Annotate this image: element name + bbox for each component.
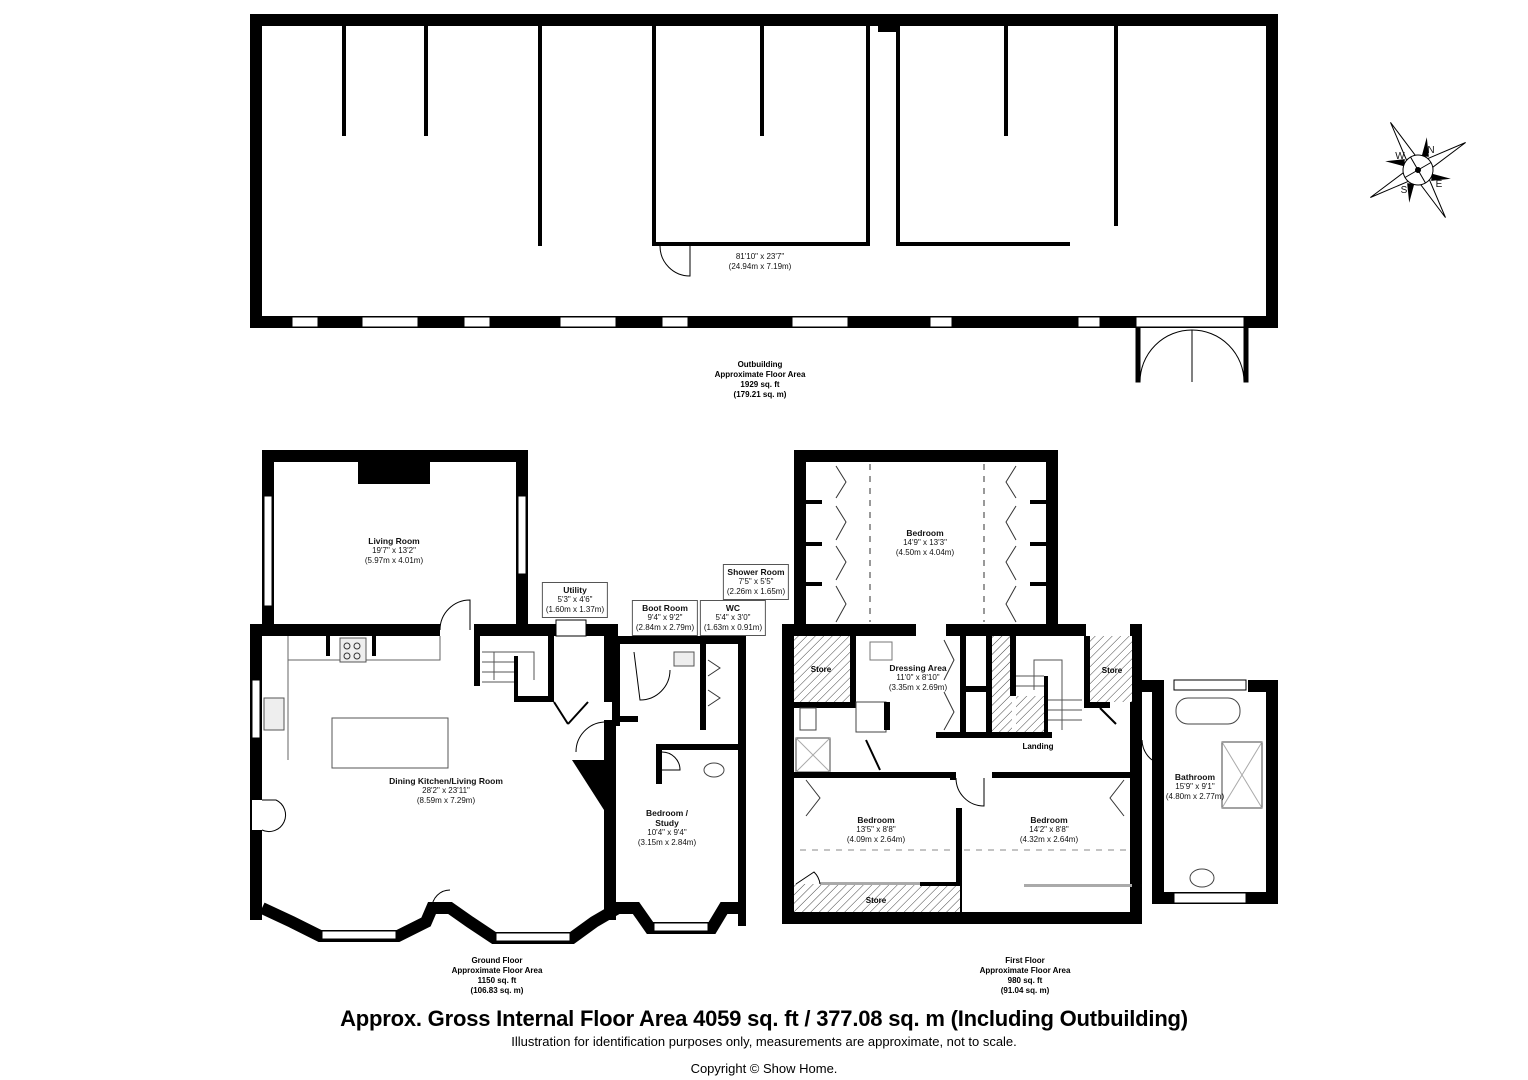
room-label-bedroom-2: Bedroom 13'5" x 8'8" (4.09m x 2.64m)	[846, 815, 906, 844]
store-label-left: Store	[810, 665, 832, 674]
room-label-living-room: Living Room 19'7" x 13'2" (5.97m x 4.01m…	[364, 536, 424, 565]
disclaimer-note: Illustration for identification purposes…	[511, 1034, 1017, 1049]
first-floor-plan	[782, 450, 1278, 924]
store-label-right: Store	[1101, 666, 1123, 675]
ground-floor-area-label: Ground Floor Approximate Floor Area 1150…	[451, 956, 543, 995]
compass-west-label: W	[1395, 151, 1405, 162]
copyright-text: Copyright © Show Home.	[690, 1061, 838, 1076]
ground-floor-plan	[250, 450, 746, 944]
store-label-bottom: Store	[865, 896, 887, 905]
compass-north-label: N	[1427, 145, 1435, 156]
outbuilding-plan	[250, 14, 1278, 383]
compass-rose-icon	[1370, 122, 1466, 218]
landing-label: Landing	[1022, 742, 1054, 751]
room-label-dressing-area: Dressing Area 11'0" x 8'10" (3.35m x 2.6…	[888, 663, 948, 692]
outbuilding-room-label: 81'10" x 23'7" (24.94m x 7.19m)	[728, 252, 792, 271]
room-label-bedroom-study: Bedroom / Study 10'4" x 9'4" (3.15m x 2.…	[637, 808, 697, 847]
room-label-bedroom-3: Bedroom 14'2" x 8'8" (4.32m x 2.64m)	[1019, 815, 1079, 844]
compass-east-label: E	[1435, 179, 1443, 190]
compass-south-label: S	[1400, 185, 1408, 196]
first-floor-area-label: First Floor Approximate Floor Area 980 s…	[979, 956, 1071, 995]
room-label-boot-room: Boot Room 9'4" x 9'2" (2.84m x 2.79m)	[631, 600, 699, 636]
room-label-main-bedroom: Bedroom 14'9" x 13'3" (4.50m x 4.04m)	[895, 528, 955, 557]
room-label-shower-room: Shower Room 7'5" x 5'5" (2.26m x 1.65m)	[722, 564, 790, 600]
room-label-dining-kitchen: Dining Kitchen/Living Room 28'2" x 23'11…	[389, 776, 503, 805]
room-label-wc: WC 5'4" x 3'0" (1.63m x 0.91m)	[699, 600, 767, 636]
outbuilding-area-label: Outbuilding Approximate Floor Area 1929 …	[714, 360, 806, 399]
room-label-bathroom: Bathroom 15'9" x 9'1" (4.80m x 2.77m)	[1165, 772, 1225, 801]
gross-area-title: Approx. Gross Internal Floor Area 4059 s…	[340, 1006, 1188, 1031]
room-label-utility: Utility 5'3" x 4'6" (1.60m x 1.37m)	[541, 582, 609, 618]
